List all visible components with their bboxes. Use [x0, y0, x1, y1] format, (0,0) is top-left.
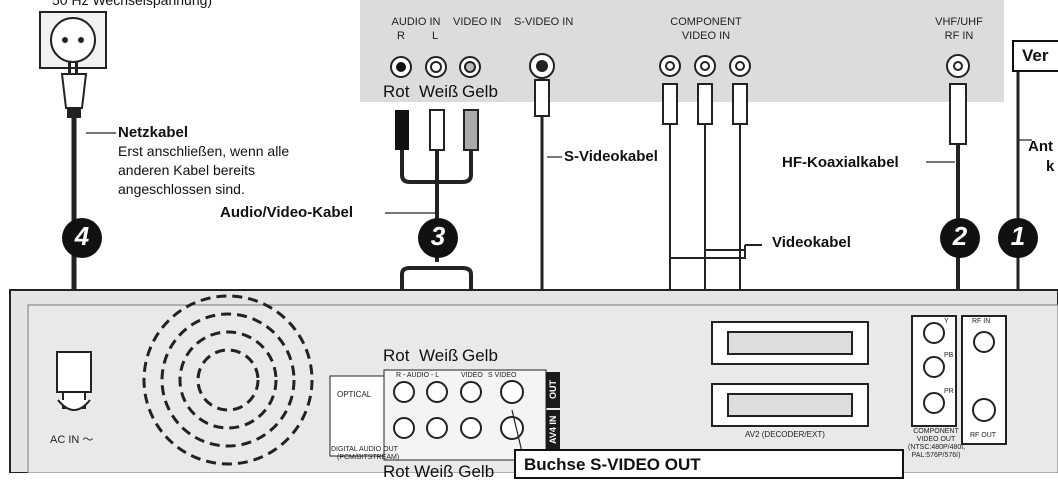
- optical-label: OPTICAL: [337, 390, 372, 399]
- hf-cable-label: HF-Koaxialkabel: [782, 154, 899, 171]
- ac-in-label: AC IN ～: [50, 434, 94, 446]
- tv-connection-panel: [360, 0, 1004, 102]
- svideo-in-label: S-VIDEO IN: [514, 16, 574, 28]
- component-label-2: VIDEO IN: [681, 30, 731, 42]
- video-in-label: VIDEO IN: [453, 16, 502, 28]
- color-gelb-top: Gelb: [462, 82, 498, 101]
- rf-in-label: RF IN: [944, 30, 974, 42]
- step-badge-2: 2: [952, 221, 968, 251]
- rf-terminals: [961, 315, 1007, 445]
- netzkabel-desc-3: angeschlossen sind.: [118, 181, 245, 197]
- audio-r-label: R: [397, 30, 405, 42]
- mains-voltage-fragment: 50 Hz Wechselspannung): [52, 0, 213, 8]
- color-rot-top: Rot: [383, 82, 410, 101]
- video-cable-label: Videokabel: [772, 234, 851, 251]
- comp-out-label-1: COMPONENT: [913, 428, 959, 435]
- color-rot-mid: Rot: [383, 346, 410, 365]
- r-audio-l-label: R - AUDIO - L: [396, 372, 440, 379]
- component-out-jacks: [911, 315, 957, 427]
- svideo-cable-label: S-Videokabel: [564, 148, 658, 165]
- comp-pr-label: PR: [944, 388, 954, 395]
- power-plug-icon: [60, 62, 88, 118]
- digital-out-label-2: (PCM/BITSTREAM): [337, 454, 400, 461]
- color-weiss-mid: Weiß: [419, 346, 459, 365]
- component-in-jacks: [659, 55, 751, 77]
- color-labels-bottom-fragment: Rot Weiß Gelb: [383, 462, 495, 481]
- step-badge-1: 1: [1010, 221, 1026, 251]
- audio-video-in-jacks: [390, 56, 481, 78]
- av-cable-top-plugs: [395, 109, 479, 290]
- av2-label: AV2 (DECODER/EXT): [745, 430, 825, 439]
- recorder-video-label: VIDEO: [461, 372, 483, 379]
- step-badge-3: 3: [430, 221, 446, 251]
- comp-pb-label: PB: [944, 352, 954, 359]
- antenna-label-fragment-1: Ant: [1028, 138, 1053, 155]
- component-label-1: COMPONENT: [670, 16, 742, 28]
- comp-out-label-2: VIDEO OUT: [916, 436, 956, 443]
- digital-out-label-1: DIGITAL AUDIO OUT: [331, 446, 398, 453]
- recorder-av-jacks: [393, 380, 524, 440]
- color-weiss-top: Weiß: [419, 82, 459, 101]
- av4-in-label: AV4 IN: [546, 410, 560, 450]
- comp-out-label-3: (NTSC:480P/480I,: [908, 444, 966, 451]
- antenna-label-fragment-2: k: [1046, 158, 1055, 175]
- ac-inlet: [56, 351, 92, 411]
- right-box-fragment: Ver: [1012, 40, 1058, 72]
- netzkabel-desc-2: anderen Kabel bereits: [118, 162, 255, 178]
- comp-y-label: Y: [944, 318, 949, 325]
- rf-out-label: RF OUT: [970, 432, 997, 439]
- svideo-out-callout: Buchse S-VIDEO OUT: [514, 449, 904, 479]
- step-badge-4: 4: [74, 221, 90, 251]
- netzkabel-title: Netzkabel: [118, 124, 189, 141]
- audio-l-label: L: [432, 30, 439, 42]
- color-gelb-mid: Gelb: [462, 346, 498, 365]
- out-label: OUT: [546, 372, 560, 408]
- scart-connectors: [711, 321, 869, 427]
- av-cable-label: Audio/Video-Kabel: [220, 204, 354, 221]
- comp-out-label-4: PAL:576P/576I): [911, 452, 961, 459]
- rf-in-terminal-label: RF IN: [972, 318, 991, 325]
- fan-grille: [142, 294, 314, 466]
- recorder-svideo-label: S VIDEO: [488, 372, 517, 379]
- netzkabel-desc-1: Erst anschließen, wenn alle: [118, 143, 290, 159]
- audio-in-label: AUDIO IN: [391, 16, 441, 28]
- vhf-uhf-label: VHF/UHF: [935, 16, 983, 28]
